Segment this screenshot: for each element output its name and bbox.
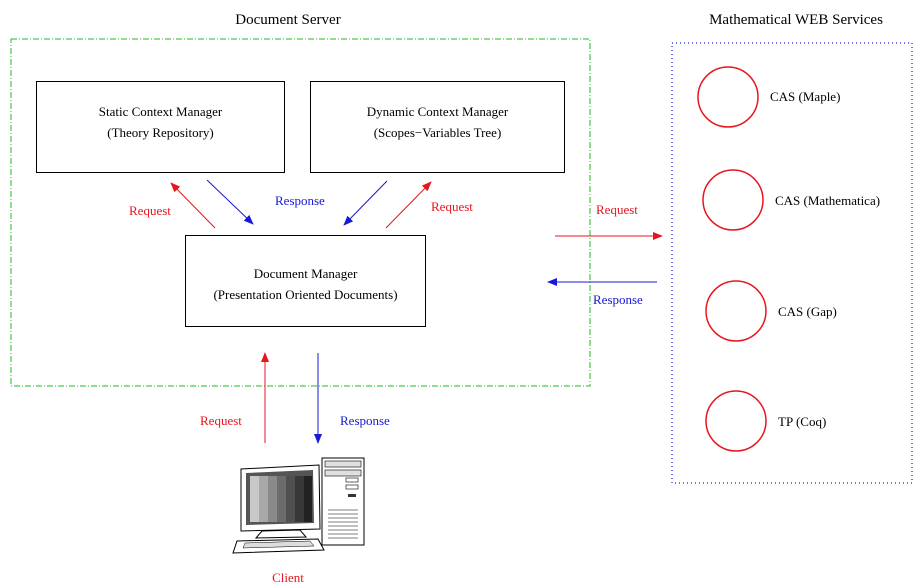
dynamic-context-manager-box: Dynamic Context Manager (Scopes−Variable… xyxy=(310,81,565,173)
response-arrow-from-static xyxy=(206,179,254,225)
static-context-manager-box: Static Context Manager (Theory Repositor… xyxy=(36,81,285,173)
client-label: Client xyxy=(272,570,304,585)
client-computer-icon xyxy=(232,457,365,554)
document-manager-name: Document Manager xyxy=(253,266,358,281)
web-services-boundary xyxy=(671,42,913,484)
static-context-manager-name: Static Context Manager xyxy=(98,104,223,119)
document-manager-box: Document Manager (Presentation Oriented … xyxy=(185,235,426,327)
document-server-title: Document Server xyxy=(235,12,341,28)
request-label-client: Request xyxy=(200,413,242,428)
service-circle-maple xyxy=(697,66,759,128)
document-server-boundary xyxy=(10,38,591,387)
web-services-title: Mathematical WEB Services xyxy=(709,12,883,28)
response-arrow-from-dynamic xyxy=(343,180,388,226)
request-label-dynamic: Request xyxy=(431,199,473,214)
response-label-server: Response xyxy=(275,193,325,208)
response-label-client: Response xyxy=(340,413,390,428)
service-label-coq: TP (Coq) xyxy=(778,414,827,429)
service-circle-mathematica xyxy=(702,169,764,231)
dynamic-context-manager-subtitle: (Scopes−Variables Tree) xyxy=(373,125,502,140)
service-circle-coq xyxy=(705,390,767,452)
request-arrow-to-static xyxy=(170,182,216,229)
request-label-services: Request xyxy=(596,202,638,217)
response-label-services: Response xyxy=(593,292,643,307)
dynamic-context-manager-name: Dynamic Context Manager xyxy=(366,104,509,119)
service-label-mathematica: CAS (Mathematica) xyxy=(775,193,881,208)
request-label-static: Request xyxy=(129,203,171,218)
service-circle-gap xyxy=(705,280,767,342)
document-manager-subtitle: (Presentation Oriented Documents) xyxy=(213,287,398,302)
service-label-maple: CAS (Maple) xyxy=(770,89,841,104)
request-arrow-to-dynamic xyxy=(385,181,432,229)
static-context-manager-subtitle: (Theory Repository) xyxy=(107,125,214,140)
service-label-gap: CAS (Gap) xyxy=(778,304,837,319)
